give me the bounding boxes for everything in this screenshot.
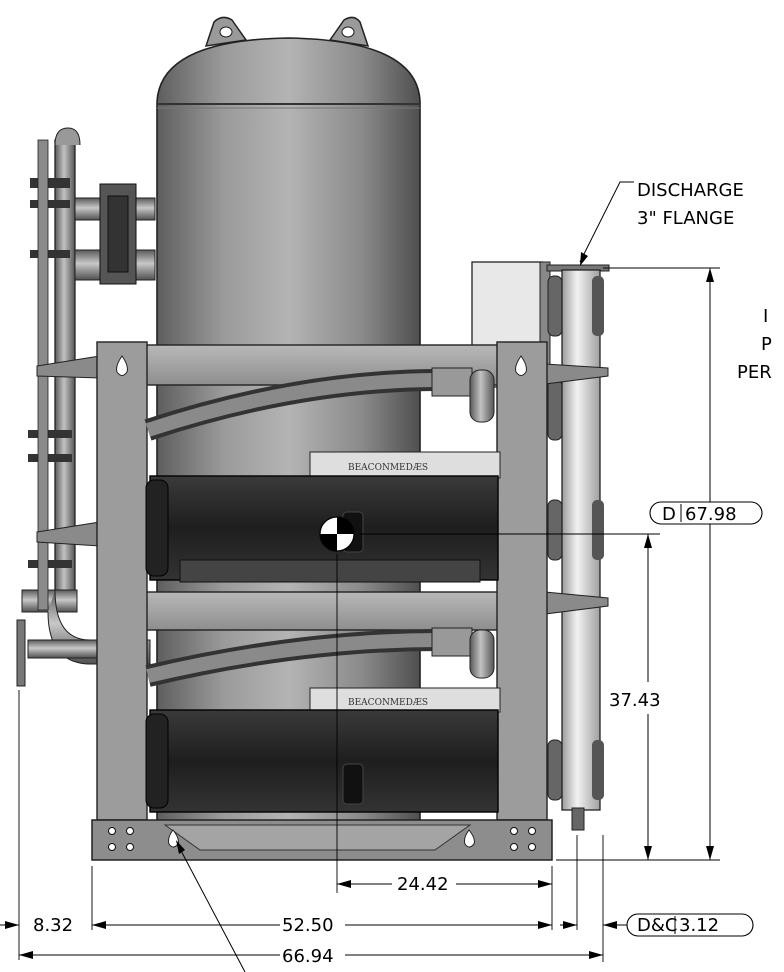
receiver-tank [156,16,421,831]
discharge-label: DISCHARGE [637,180,744,201]
dim-overall-height-tag: D [662,504,676,525]
dim-right-offset-tag: D&C [637,915,677,936]
dim-overall-width: 66.94 [282,946,334,967]
base-skid [91,819,553,861]
frame-post-right [496,341,548,821]
hoses [144,367,495,687]
tank-body [156,37,421,831]
dim-center-offset: 24.42 [397,874,449,895]
vacuum-pump-lower: BEACONMEDÆS [145,687,501,813]
dim-frame-width: 52.50 [282,915,334,936]
cropped-note-line-3: PER [737,362,772,383]
dim-center-height: 37.43 [609,690,661,711]
frame-post-left [96,341,148,821]
dim-tag-box-3 [626,913,754,937]
dim-tag-box-67 [649,501,763,525]
dim-left-offset: 8.32 [33,915,73,936]
flange-label: 3" FLANGE [637,208,734,229]
dim-right-offset: 3.12 [679,915,719,936]
frame-mid-beam [144,591,501,631]
nameplate-upper: BEACONMEDÆS [348,463,428,473]
dim-overall-height: 67.98 [685,504,737,525]
cropped-note-line-2: P [761,334,772,355]
cropped-note-line-1: I [763,306,768,327]
nameplate-lower: BEACONMEDÆS [348,698,428,708]
dimension-lines [0,181,720,972]
center-of-gravity-symbol [319,516,355,552]
